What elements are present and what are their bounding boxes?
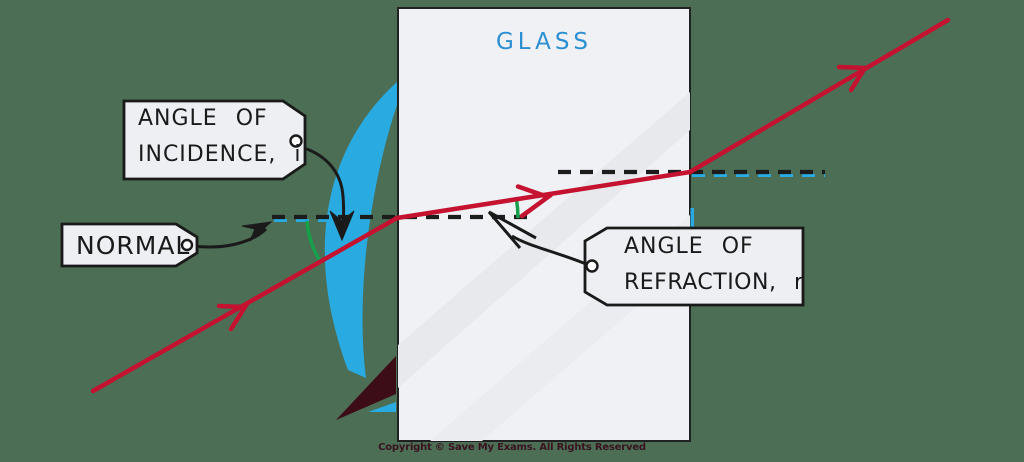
emergent-ray-arrowhead [836, 64, 870, 93]
incidence-arrowhead [329, 210, 355, 242]
refraction-leader-line [511, 234, 592, 268]
logo-triangle [336, 356, 396, 420]
normal-tag [60, 222, 199, 268]
refracted-ray-arrowhead [515, 184, 553, 219]
emergent-ray [687, 17, 951, 175]
refraction-tag [583, 226, 805, 307]
incident-ray-arrowhead [216, 303, 250, 332]
normal-tag-hole [180, 238, 194, 252]
logo-sliver [368, 402, 396, 412]
refraction-leader-arrowhead [487, 210, 537, 249]
label-tags [60, 99, 805, 307]
normal-tag-label: NORMAL [76, 231, 191, 260]
logo-edge-tick [690, 208, 694, 230]
incident-ray [90, 215, 400, 394]
glass-label: GLASS [495, 29, 593, 55]
angle-of-refraction-arc [514, 199, 520, 219]
logo-swoosh [324, 82, 398, 378]
refraction-tag-line2: REFRACTION, r [624, 270, 804, 295]
copyright-text: Copyright © Save My Exams. All Rights Re… [378, 442, 646, 453]
angle-of-incidence-arc [305, 220, 322, 263]
refraction-tag-hole [585, 259, 599, 273]
refraction-tag-line1: ANGLE OF [624, 234, 754, 259]
light-ray [90, 17, 951, 394]
incidence-tag [122, 99, 307, 181]
normal-leader-line [191, 227, 268, 249]
tag-holes [180, 134, 599, 273]
incidence-tag-line1: ANGLE OF [138, 106, 268, 131]
incidence-tag-hole [289, 134, 303, 148]
incidence-tag-line2: INCIDENCE, i [138, 142, 302, 167]
normal-arrowhead [241, 221, 273, 242]
